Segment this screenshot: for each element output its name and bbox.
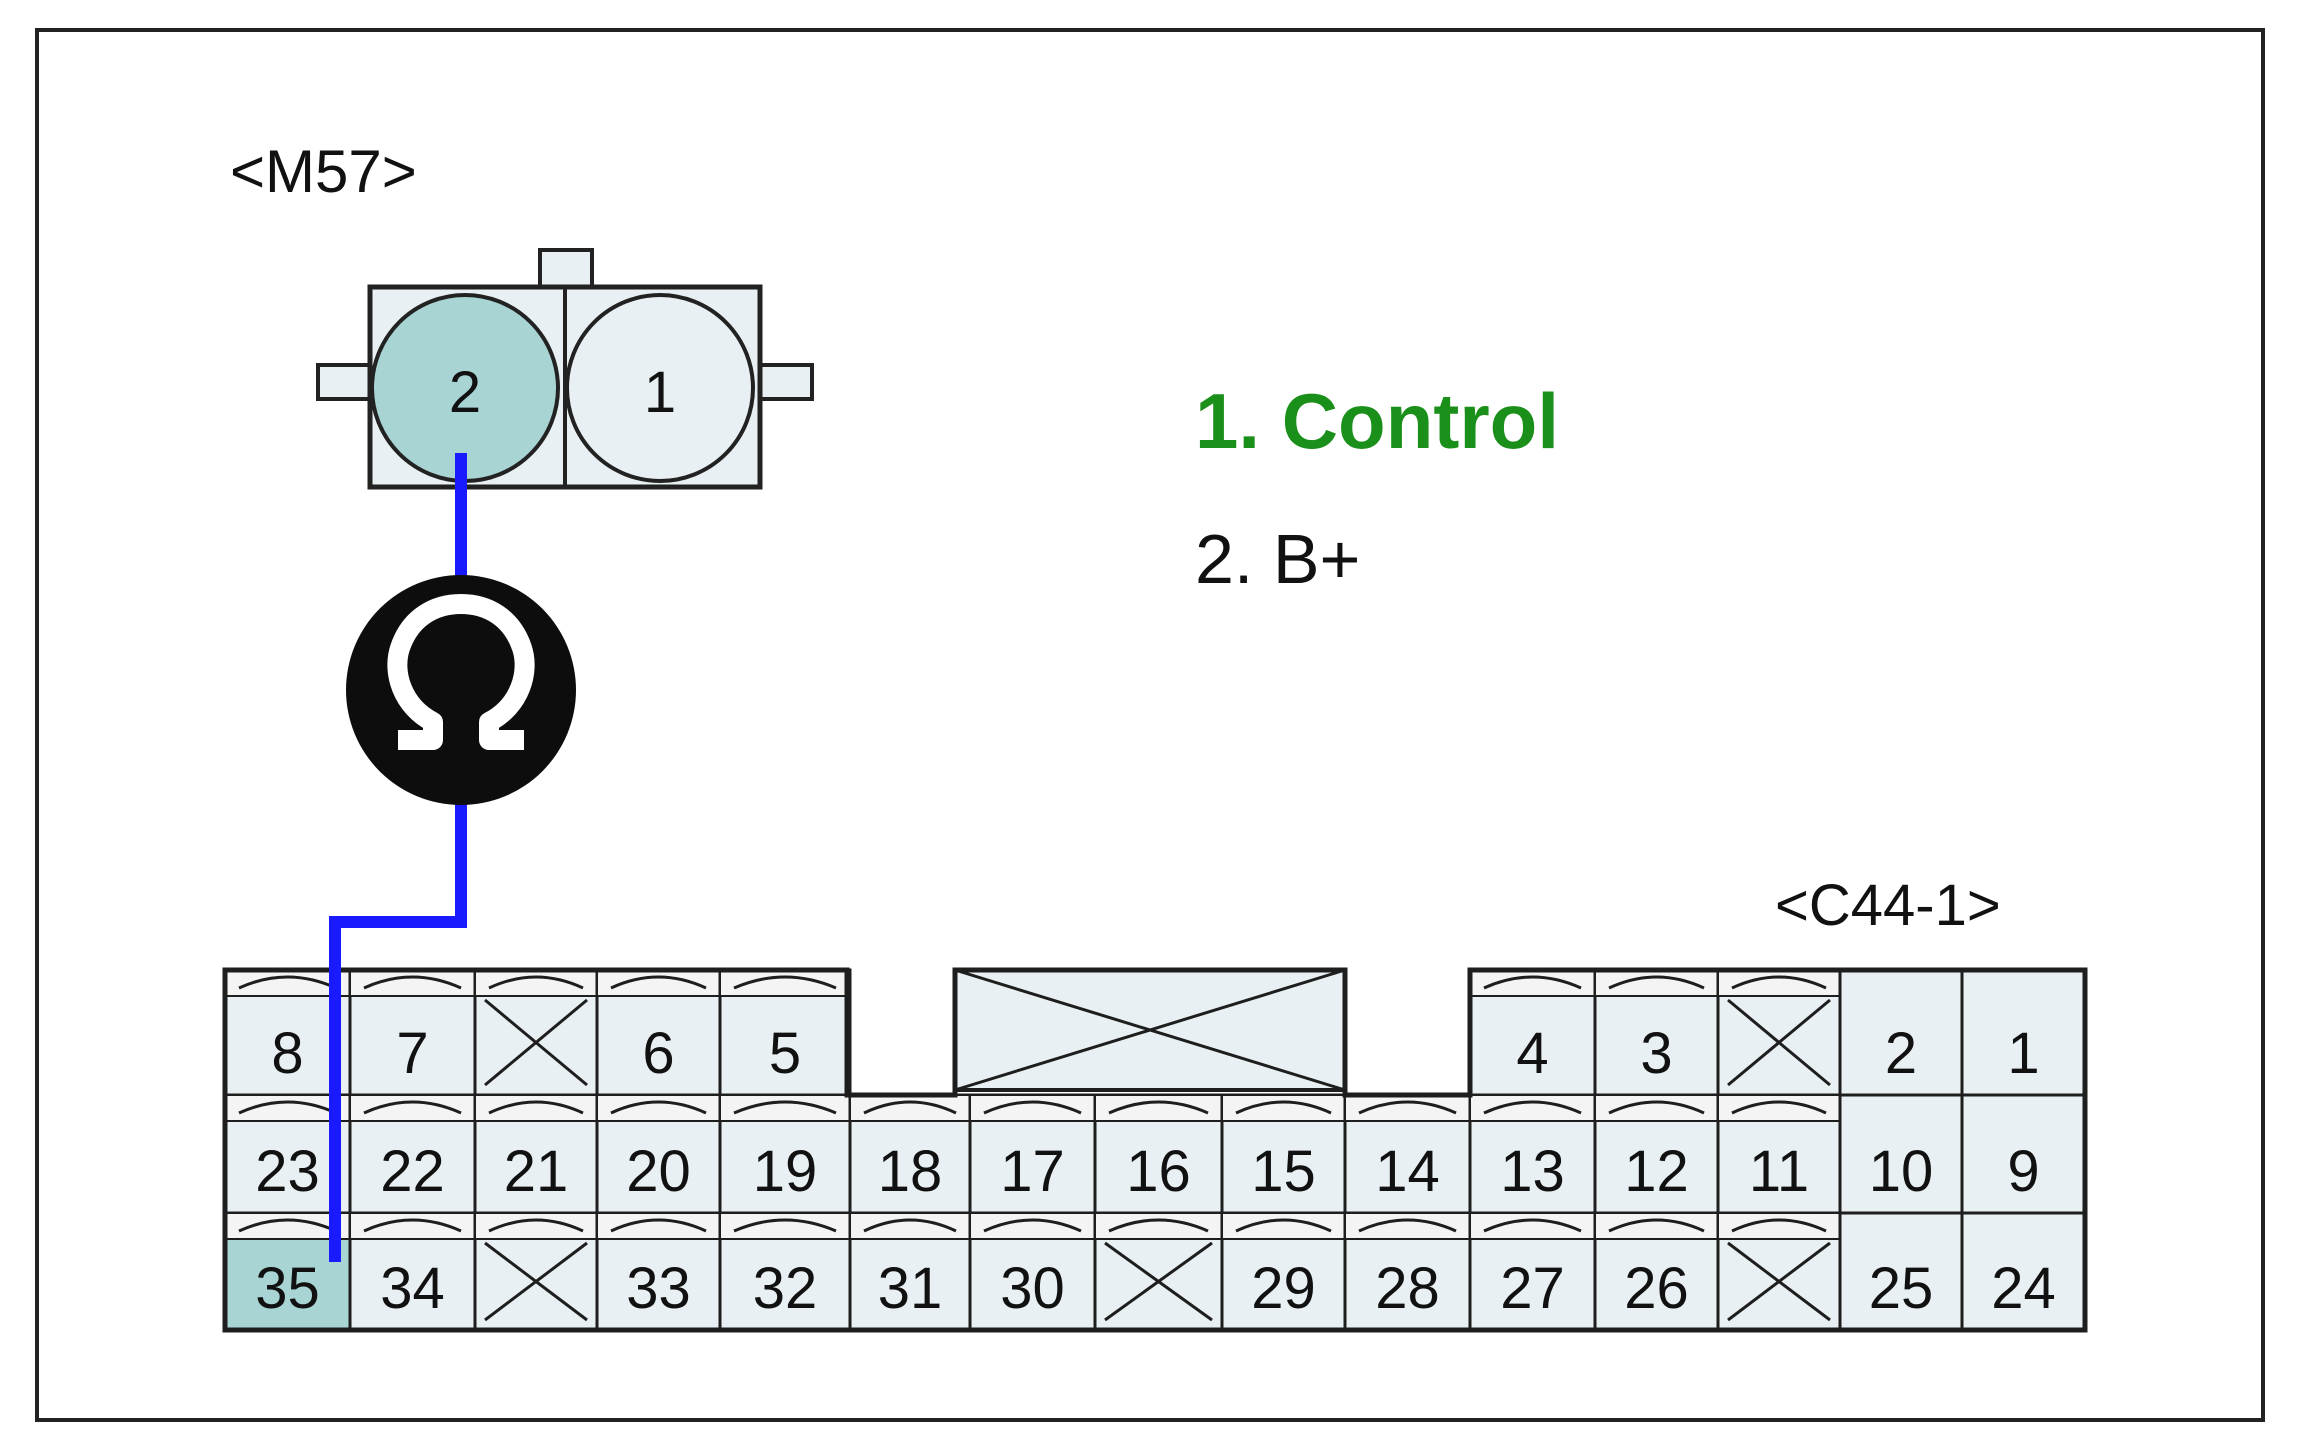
c44-pin-number: 11: [1749, 1139, 1809, 1204]
c44-pin-number: 24: [1991, 1256, 2056, 1321]
c44-pin-cell: [1838, 968, 1964, 1097]
m57-left-tab: [316, 363, 374, 401]
c44-pin-number: 6: [642, 1021, 674, 1086]
c44-pin-cell: [1960, 1211, 2087, 1332]
c44-pin-number: 35: [255, 1256, 320, 1321]
c44-pin-number: 27: [1500, 1256, 1565, 1321]
c44-pin-number: 29: [1251, 1256, 1316, 1321]
c44-pin-number: 2: [1885, 1021, 1917, 1086]
c44-pin-number: 10: [1869, 1139, 1934, 1204]
connector-m57-label: <M57>: [230, 138, 417, 205]
c44-pin-number: 30: [1000, 1256, 1065, 1321]
c44-pin-number: 8: [271, 1021, 303, 1086]
m57-right-tab: [756, 363, 814, 401]
c44-pin-number: 23: [255, 1139, 320, 1204]
c44-pin-number: 3: [1640, 1021, 1672, 1086]
c44-pin-number: 28: [1375, 1256, 1440, 1321]
c44-pin-number: 34: [380, 1256, 445, 1321]
ohm-meter-icon: [346, 575, 576, 805]
c44-pin-number: 16: [1126, 1139, 1191, 1204]
c44-pin-number: 33: [626, 1256, 691, 1321]
c44-pin-number: 12: [1624, 1139, 1689, 1204]
c44-pin-number: 17: [1000, 1139, 1065, 1204]
c44-pin-number: 31: [878, 1256, 943, 1321]
c44-pin-cell: [1960, 968, 2087, 1097]
c44-pin-number: 26: [1624, 1256, 1689, 1321]
legend-item-bplus: 2. B+: [1195, 520, 1360, 598]
m57-pin-1-number: 1: [644, 360, 676, 425]
c44-pin-cell: [1838, 1093, 1964, 1215]
c44-pin-number: 20: [626, 1139, 691, 1204]
m57-pin-2-number: 2: [449, 360, 481, 425]
c44-pin-number: 19: [753, 1139, 818, 1204]
m57-pin-1: [565, 293, 755, 483]
c44-housing-outline: [222, 967, 2088, 1333]
c44-pin-number: 15: [1251, 1139, 1316, 1204]
c44-pin-number: 25: [1869, 1256, 1934, 1321]
c44-pin-number: 22: [380, 1139, 445, 1204]
c44-pin-number: 32: [753, 1256, 818, 1321]
legend-item-control: 1. Control: [1195, 377, 1559, 465]
c44-pin-number: 7: [396, 1021, 428, 1086]
c44-pin-number: 9: [2007, 1139, 2039, 1204]
connector-m57: <M57> 2 1: [230, 138, 814, 490]
c44-pin-number: 14: [1375, 1139, 1440, 1204]
c44-pin-number: 13: [1500, 1139, 1565, 1204]
c44-pin-number: 21: [504, 1139, 569, 1204]
c44-pin-number: 4: [1516, 1021, 1548, 1086]
connector-c44-label: <C44-1>: [1775, 873, 2001, 938]
c44-pin-number: 5: [769, 1021, 801, 1086]
c44-pin-number: 18: [878, 1139, 943, 1204]
c44-pin-number: 1: [2007, 1021, 2039, 1086]
m57-latch: [538, 248, 594, 290]
